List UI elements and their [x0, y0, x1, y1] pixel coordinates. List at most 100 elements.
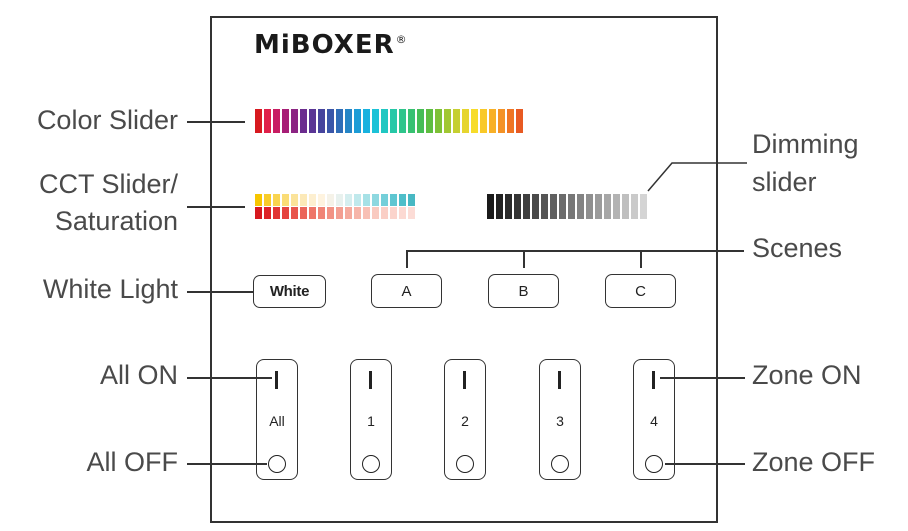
- color-segment[interactable]: [336, 109, 343, 133]
- saturation-segment[interactable]: [399, 207, 406, 219]
- dimming-segment[interactable]: [595, 194, 602, 219]
- color-segment[interactable]: [372, 109, 379, 133]
- saturation-segment[interactable]: [300, 207, 307, 219]
- off-icon[interactable]: [456, 455, 474, 473]
- cct-segment[interactable]: [390, 194, 397, 206]
- cct-segment[interactable]: [345, 194, 352, 206]
- color-segment[interactable]: [264, 109, 271, 133]
- color-segment[interactable]: [462, 109, 469, 133]
- color-segment[interactable]: [453, 109, 460, 133]
- color-segment[interactable]: [417, 109, 424, 133]
- dimming-segment[interactable]: [541, 194, 548, 219]
- saturation-segment[interactable]: [363, 207, 370, 219]
- color-segment[interactable]: [318, 109, 325, 133]
- dimming-segment[interactable]: [532, 194, 539, 219]
- color-segment[interactable]: [435, 109, 442, 133]
- color-segment[interactable]: [327, 109, 334, 133]
- dimming-segment[interactable]: [613, 194, 620, 219]
- off-icon[interactable]: [645, 455, 663, 473]
- saturation-segment[interactable]: [291, 207, 298, 219]
- cct-segment[interactable]: [273, 194, 280, 206]
- on-icon[interactable]: [652, 371, 655, 389]
- on-icon[interactable]: [275, 371, 278, 389]
- cct-segment[interactable]: [363, 194, 370, 206]
- saturation-segment[interactable]: [408, 207, 415, 219]
- dimming-segment[interactable]: [586, 194, 593, 219]
- cct-segment[interactable]: [255, 194, 262, 206]
- cct-segment[interactable]: [264, 194, 271, 206]
- cct-segment[interactable]: [318, 194, 325, 206]
- saturation-segment[interactable]: [255, 207, 262, 219]
- color-segment[interactable]: [426, 109, 433, 133]
- saturation-segment[interactable]: [318, 207, 325, 219]
- dimming-segment[interactable]: [523, 194, 530, 219]
- cct-segment[interactable]: [309, 194, 316, 206]
- cct-segment[interactable]: [399, 194, 406, 206]
- cct-segment[interactable]: [381, 194, 388, 206]
- color-segment[interactable]: [498, 109, 505, 133]
- color-segment[interactable]: [390, 109, 397, 133]
- dimming-segment[interactable]: [604, 194, 611, 219]
- color-segment[interactable]: [507, 109, 514, 133]
- color-segment[interactable]: [309, 109, 316, 133]
- cct-segment[interactable]: [372, 194, 379, 206]
- dimming-segment[interactable]: [550, 194, 557, 219]
- cct-segment[interactable]: [354, 194, 361, 206]
- zone-4-button[interactable]: 4: [633, 359, 675, 480]
- dimming-segment[interactable]: [559, 194, 566, 219]
- white-button[interactable]: White: [253, 275, 326, 308]
- saturation-segment[interactable]: [309, 207, 316, 219]
- dimming-segment[interactable]: [496, 194, 503, 219]
- dimming-segment[interactable]: [487, 194, 494, 219]
- cct-slider-bottom-row[interactable]: [255, 207, 415, 219]
- color-segment[interactable]: [300, 109, 307, 133]
- color-segment[interactable]: [444, 109, 451, 133]
- dimming-segment[interactable]: [631, 194, 638, 219]
- zone-2-button[interactable]: 2: [444, 359, 486, 480]
- dimming-segment[interactable]: [622, 194, 629, 219]
- zone-3-button[interactable]: 3: [539, 359, 581, 480]
- zone-all-button[interactable]: All: [256, 359, 298, 480]
- dimming-segment[interactable]: [577, 194, 584, 219]
- zone-1-button[interactable]: 1: [350, 359, 392, 480]
- saturation-segment[interactable]: [381, 207, 388, 219]
- color-segment[interactable]: [516, 109, 523, 133]
- scene-b-button[interactable]: B: [488, 274, 559, 308]
- cct-segment[interactable]: [291, 194, 298, 206]
- saturation-segment[interactable]: [336, 207, 343, 219]
- saturation-segment[interactable]: [282, 207, 289, 219]
- cct-segment[interactable]: [327, 194, 334, 206]
- dimming-segment[interactable]: [568, 194, 575, 219]
- color-segment[interactable]: [489, 109, 496, 133]
- dimming-segment[interactable]: [640, 194, 647, 219]
- color-slider[interactable]: [255, 109, 523, 133]
- off-icon[interactable]: [362, 455, 380, 473]
- saturation-segment[interactable]: [390, 207, 397, 219]
- color-segment[interactable]: [399, 109, 406, 133]
- saturation-segment[interactable]: [327, 207, 334, 219]
- on-icon[interactable]: [463, 371, 466, 389]
- scene-c-button[interactable]: C: [605, 274, 676, 308]
- color-segment[interactable]: [282, 109, 289, 133]
- saturation-segment[interactable]: [354, 207, 361, 219]
- saturation-segment[interactable]: [372, 207, 379, 219]
- color-segment[interactable]: [345, 109, 352, 133]
- cct-segment[interactable]: [300, 194, 307, 206]
- dimming-slider[interactable]: [487, 194, 647, 219]
- on-icon[interactable]: [558, 371, 561, 389]
- color-segment[interactable]: [354, 109, 361, 133]
- saturation-segment[interactable]: [345, 207, 352, 219]
- dimming-segment[interactable]: [514, 194, 521, 219]
- dimming-segment[interactable]: [505, 194, 512, 219]
- on-icon[interactable]: [369, 371, 372, 389]
- saturation-segment[interactable]: [273, 207, 280, 219]
- color-segment[interactable]: [471, 109, 478, 133]
- color-segment[interactable]: [381, 109, 388, 133]
- saturation-segment[interactable]: [264, 207, 271, 219]
- cct-segment[interactable]: [408, 194, 415, 206]
- color-segment[interactable]: [273, 109, 280, 133]
- color-segment[interactable]: [408, 109, 415, 133]
- color-segment[interactable]: [480, 109, 487, 133]
- cct-slider-top-row[interactable]: [255, 194, 415, 206]
- scene-a-button[interactable]: A: [371, 274, 442, 308]
